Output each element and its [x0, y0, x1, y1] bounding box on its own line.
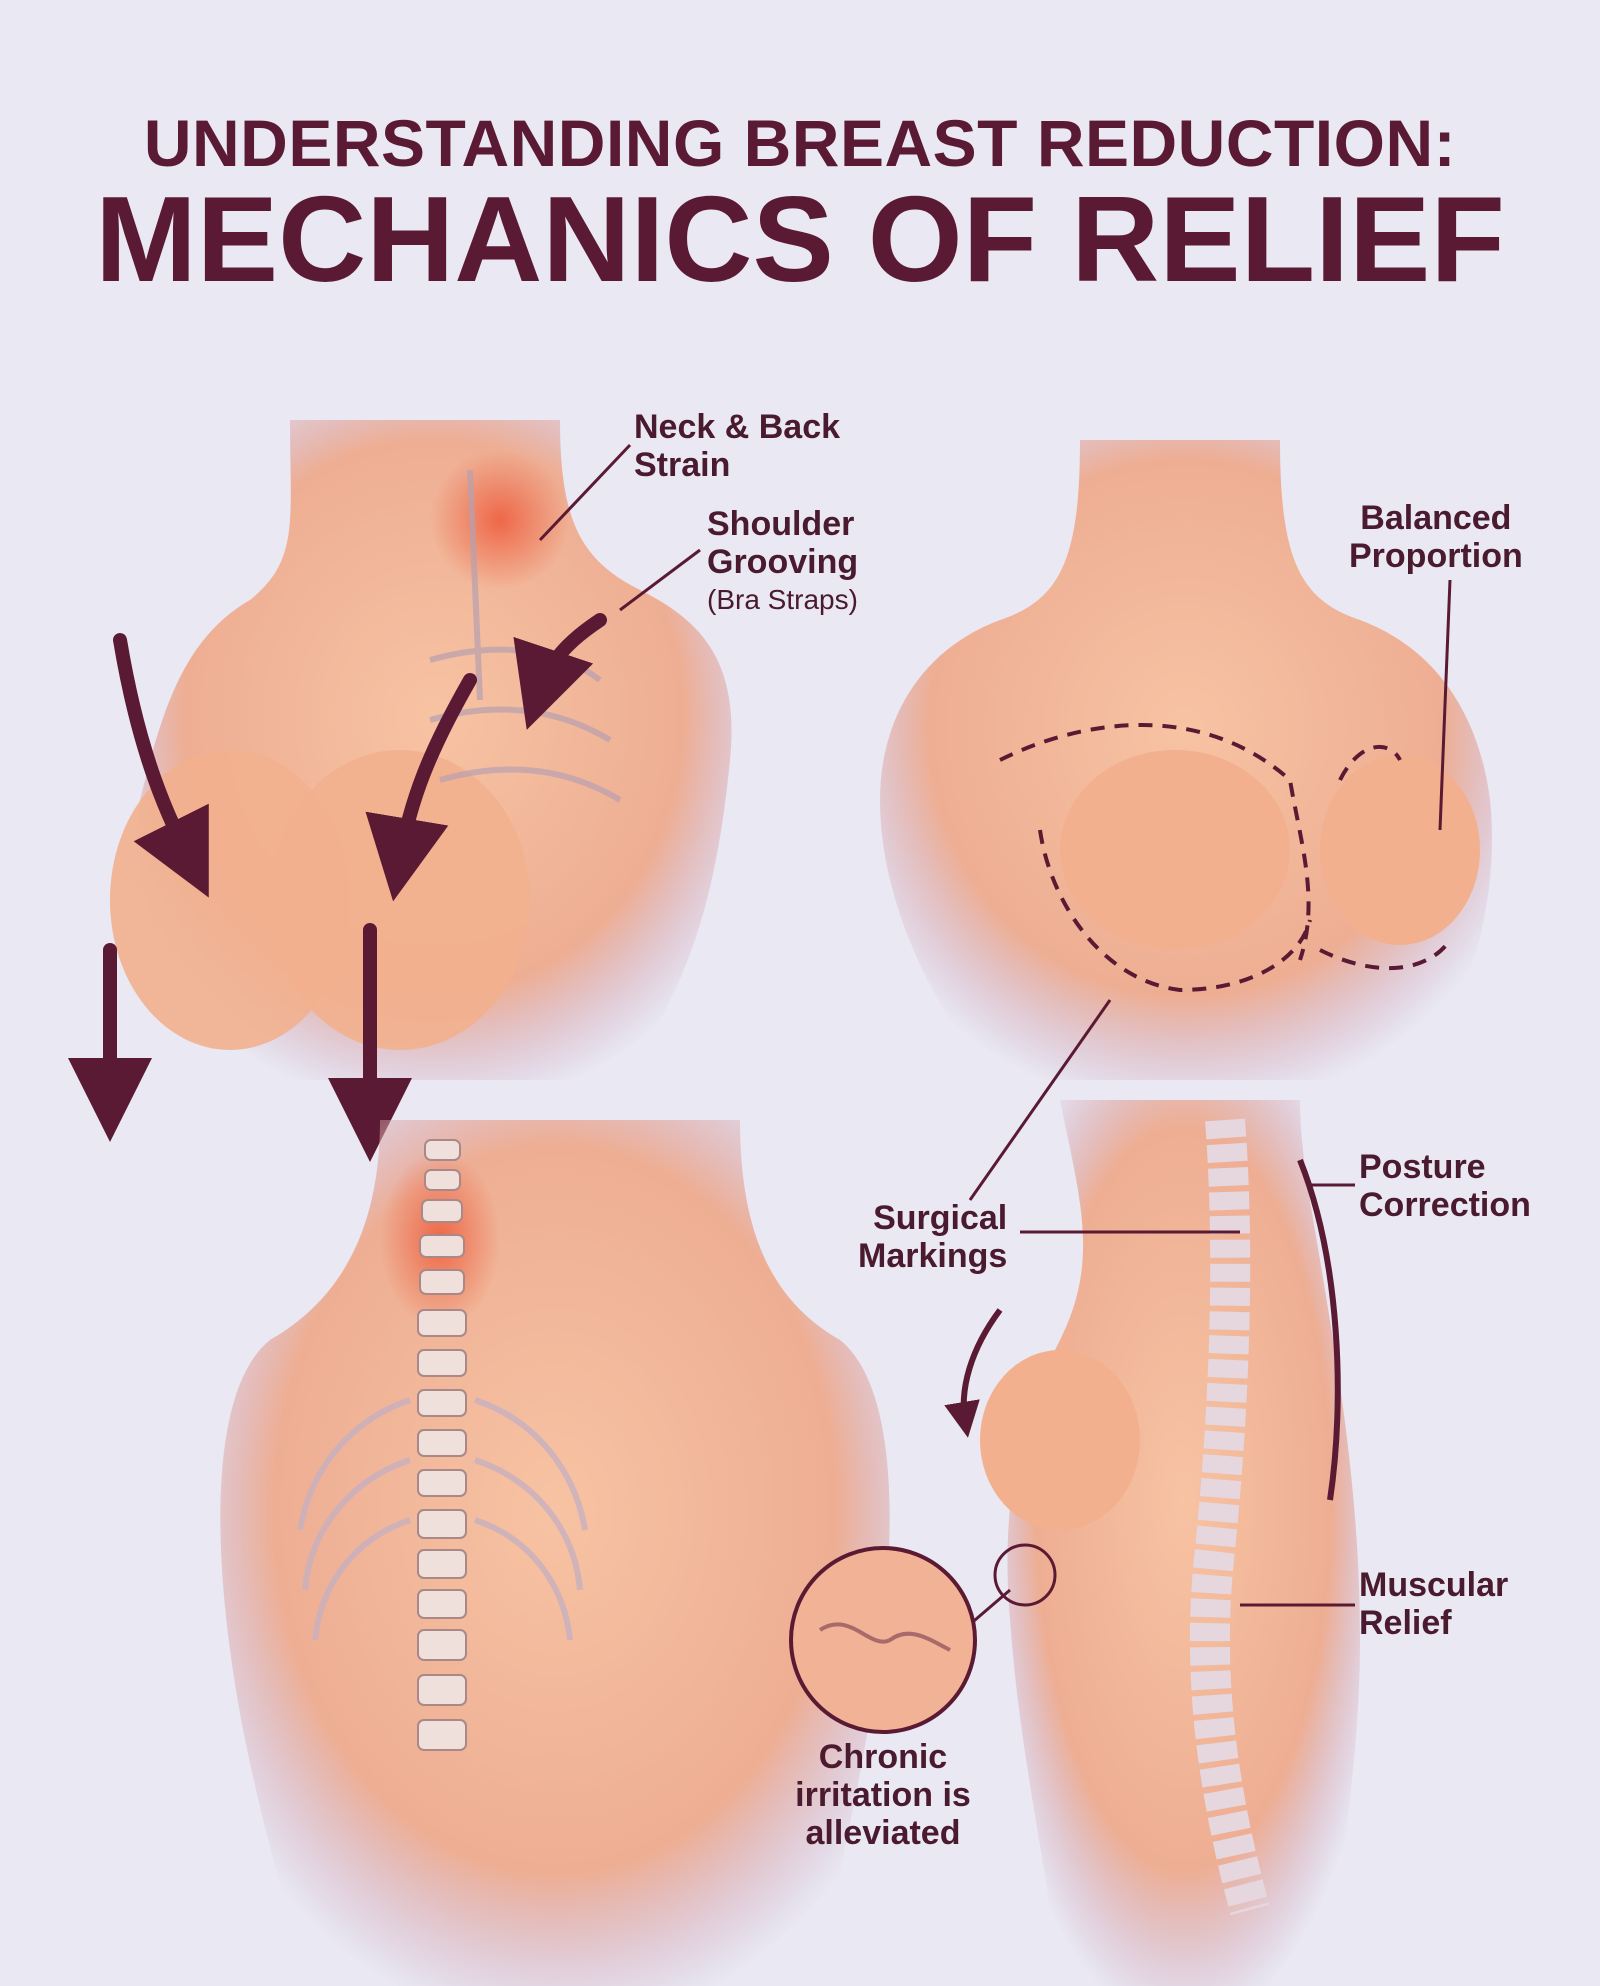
spine [1189, 1118, 1270, 1916]
label-line: Correction [1359, 1186, 1531, 1224]
title-line-1: UNDERSTANDING BREAST REDUCTION: [143, 106, 1457, 180]
label-line: Neck & Back [634, 408, 841, 446]
strain-arrows [68, 613, 607, 1162]
label-neck-back-strain: Neck & Back Strain [634, 408, 840, 484]
back-view [220, 1120, 890, 1986]
title-line-2: MECHANICS OF RELIEF [95, 171, 1505, 307]
label-line: Chronic [818, 1738, 948, 1776]
skin-fold-inset [789, 1543, 1057, 1734]
leader-lines [538, 443, 1452, 1607]
side-view [944, 1100, 1360, 1986]
label-line: Strain [634, 446, 731, 484]
label-line: Relief [1359, 1604, 1452, 1642]
label-line: Shoulder [707, 505, 855, 543]
label-line: Muscular [1359, 1566, 1509, 1604]
label-line: Posture [1359, 1148, 1486, 1186]
label-line: alleviated [805, 1814, 961, 1852]
label-line: irritation is [795, 1776, 971, 1814]
label-line: Markings [858, 1237, 1008, 1275]
label-posture-correction: Posture Correction [1359, 1148, 1531, 1224]
label-surgical-markings: Surgical Markings [858, 1199, 1007, 1275]
label-muscular-relief: Muscular Relief [1359, 1566, 1508, 1642]
label-line: Balanced [1360, 499, 1512, 537]
surgical-markings [999, 723, 1452, 993]
label-shoulder-grooving: Shoulder Grooving (Bra Straps) [707, 505, 858, 619]
label-line: Proportion [1349, 537, 1523, 575]
label-line: Grooving [707, 543, 859, 581]
label-subline: (Bra Straps) [707, 584, 858, 615]
label-balanced-proportion: Balanced Proportion [1349, 499, 1523, 575]
front-torso-before [110, 420, 732, 1080]
front-torso-after [880, 440, 1492, 1080]
label-line: Surgical [873, 1199, 1008, 1237]
label-chronic-irritation: Chronic irritation is alleviated [733, 1738, 1033, 1852]
